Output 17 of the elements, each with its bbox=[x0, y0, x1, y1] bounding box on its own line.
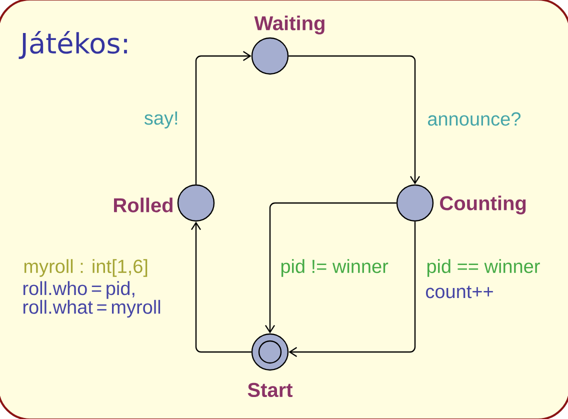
arrow bbox=[195, 50, 252, 184]
title: Játékos: bbox=[18, 31, 127, 59]
edge-label: announce? bbox=[426, 111, 522, 127]
state-name: Counting bbox=[440, 196, 526, 214]
edge-label: pid == winner bbox=[425, 258, 542, 278]
state-name: Waiting bbox=[254, 16, 324, 34]
update-label: roll.who = pid, roll.what = myroll bbox=[23, 281, 160, 318]
arrow bbox=[191, 222, 252, 353]
arrow bbox=[288, 55, 420, 184]
edge-label: myroll : int[1,6] bbox=[22, 258, 150, 278]
arrow bbox=[265, 202, 396, 334]
arrow bbox=[288, 222, 416, 357]
state-name: Start bbox=[248, 382, 293, 398]
edge-label: say! bbox=[142, 110, 180, 130]
state-name: Rolled bbox=[114, 198, 172, 212]
update-label: count++ bbox=[426, 286, 493, 298]
edge-label: pid != winner bbox=[279, 258, 390, 278]
